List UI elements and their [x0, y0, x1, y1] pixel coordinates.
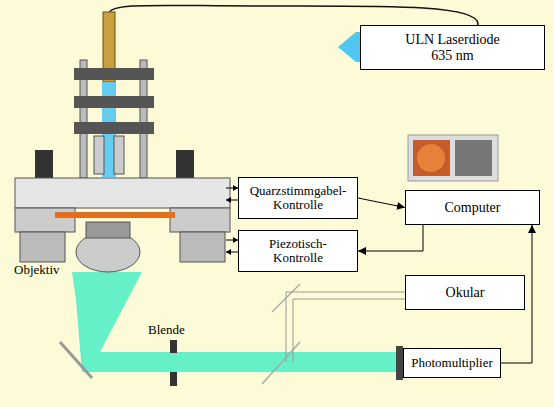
signal-arrowheads [226, 185, 238, 255]
signal-lines [226, 188, 238, 252]
beam-splitter [262, 342, 300, 384]
process-box: ULN Laserdiode 635 nm [360, 25, 545, 70]
holder [114, 136, 124, 174]
tower-ring [74, 122, 154, 134]
topography-image [413, 140, 450, 176]
optical-image [455, 140, 492, 176]
adjust-knob [35, 150, 53, 180]
box-label: Quarzstimmgabel-Kontrolle [243, 184, 353, 213]
process-box: Okular [405, 275, 525, 310]
signal-arrow [501, 225, 532, 363]
process-box: Photomultiplier [403, 348, 501, 378]
lower-plate [15, 208, 75, 232]
box-label: Computer [445, 200, 501, 215]
signal-arrow [358, 225, 423, 251]
process-box: Quarzstimmgabel-Kontrolle [238, 177, 358, 219]
aperture-blade [170, 340, 177, 353]
light-beam [72, 272, 398, 372]
mirror [60, 342, 92, 378]
sample-stage [55, 212, 175, 218]
part-label: Objektiv [14, 262, 60, 278]
part-label: Blende [148, 322, 185, 338]
piezo-block [180, 232, 225, 262]
lower-plate [170, 208, 230, 232]
tower-ring [74, 96, 154, 108]
detector-window [396, 346, 403, 380]
process-box: Computer [405, 190, 540, 225]
ocular-path [286, 292, 405, 362]
adjust-knob [176, 150, 194, 180]
tower-ring [74, 68, 154, 80]
piezo-block [20, 232, 65, 262]
signal-arrow [358, 198, 405, 208]
base-plate [15, 178, 230, 208]
box-label: Piezotisch-Kontrolle [245, 237, 351, 266]
box-label: Okular [446, 285, 485, 300]
process-box: Piezotisch-Kontrolle [238, 230, 358, 272]
holder [94, 136, 104, 174]
objective-mount [86, 222, 130, 238]
image-feature [417, 144, 445, 172]
box-label: ULN Laserdiode 635 nm [401, 32, 504, 63]
aperture-blade [170, 372, 177, 386]
box-label: Photomultiplier [411, 356, 493, 370]
laser-lens [338, 32, 360, 62]
image-frame [408, 135, 498, 181]
